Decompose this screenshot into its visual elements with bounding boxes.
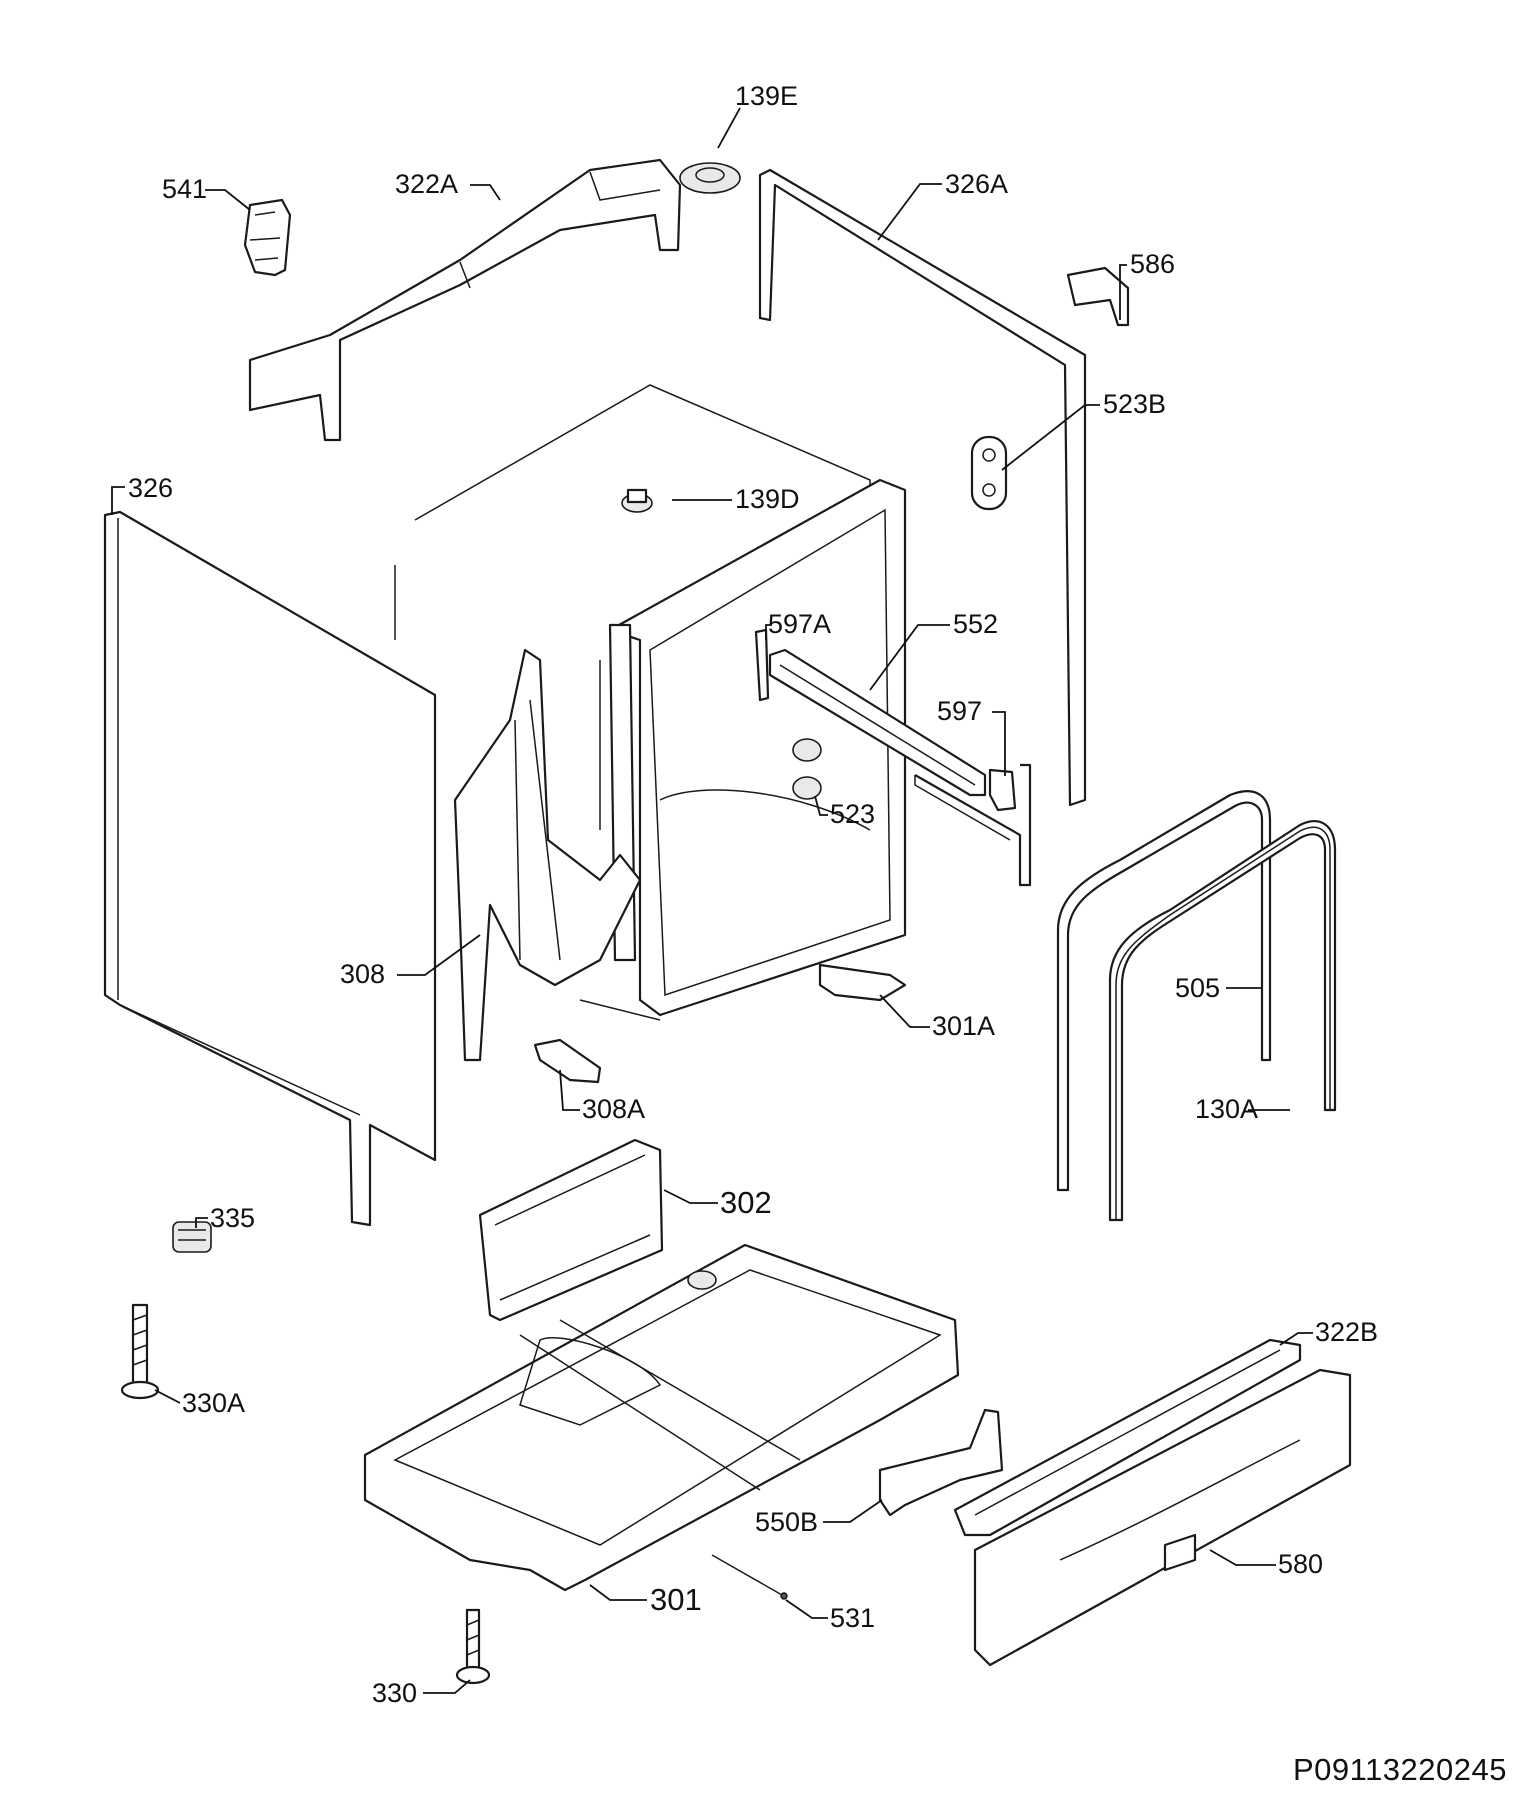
leader-531 bbox=[785, 1599, 828, 1619]
leader-326A bbox=[877, 183, 942, 241]
part-330A-drawing bbox=[120, 1303, 160, 1400]
part-label-541: 541 bbox=[162, 174, 207, 204]
part-308A-drawing bbox=[533, 1038, 602, 1084]
part-label-322A: 322A bbox=[395, 169, 458, 199]
leader-330A bbox=[154, 1389, 181, 1404]
part-335-drawing bbox=[172, 1221, 212, 1253]
leader-301A bbox=[879, 994, 930, 1028]
leader-586 bbox=[1119, 264, 1127, 320]
part-label-505: 505 bbox=[1175, 973, 1220, 1003]
part-label-322B: 322B bbox=[1315, 1317, 1378, 1347]
leader-139E bbox=[717, 107, 741, 149]
part-label-586: 586 bbox=[1130, 249, 1175, 279]
leader-550B bbox=[823, 1499, 883, 1523]
part-330-drawing bbox=[455, 1608, 491, 1685]
part-label-523B: 523B bbox=[1103, 389, 1166, 419]
leader-322B bbox=[1279, 1332, 1313, 1346]
leader-330 bbox=[423, 1679, 471, 1694]
leader-322A bbox=[470, 184, 501, 201]
part-301-drawing bbox=[363, 1243, 960, 1592]
part-139D-drawing bbox=[621, 488, 653, 513]
diagram-reference-code: P09113220245 bbox=[1292, 1752, 1507, 1787]
part-523-drawing bbox=[792, 738, 822, 800]
leader-580 bbox=[1209, 1549, 1276, 1566]
part-308-drawing bbox=[453, 648, 642, 1062]
part-label-580: 580 bbox=[1278, 1549, 1323, 1579]
part-580-drawing bbox=[973, 1368, 1352, 1667]
part-597A-drawing bbox=[754, 628, 770, 702]
leader-335 bbox=[195, 1217, 208, 1228]
leader-597A bbox=[765, 624, 772, 640]
part-tub-drawing bbox=[394, 384, 907, 1021]
part-326-drawing bbox=[103, 510, 437, 1227]
part-label-130A: 130A bbox=[1195, 1094, 1258, 1124]
leader-lines bbox=[111, 107, 1313, 1694]
part-label-330: 330 bbox=[372, 1678, 417, 1708]
part-label-301: 301 bbox=[650, 1582, 702, 1617]
leader-308A bbox=[559, 1069, 580, 1111]
part-597-drawing bbox=[988, 768, 1017, 812]
part-322B-drawing bbox=[953, 1338, 1302, 1537]
leader-541 bbox=[205, 189, 251, 211]
part-label-531: 531 bbox=[830, 1603, 875, 1633]
part-label-139D: 139D bbox=[735, 484, 800, 514]
leader-523B bbox=[1001, 404, 1100, 471]
leader-523 bbox=[814, 795, 828, 816]
leader-552 bbox=[869, 624, 950, 691]
part-label-326: 326 bbox=[128, 473, 173, 503]
part-label-302: 302 bbox=[720, 1185, 772, 1220]
part-302-drawing bbox=[478, 1138, 664, 1322]
leader-308 bbox=[397, 934, 481, 976]
part-586-drawing bbox=[1066, 266, 1130, 327]
part-531-drawing bbox=[711, 1554, 788, 1600]
part-label-552: 552 bbox=[953, 609, 998, 639]
part-label-326A: 326A bbox=[945, 169, 1008, 199]
part-labels: 139E 541 322A 326A 586 523B 326 139D 597… bbox=[128, 81, 1378, 1708]
part-label-330A: 330A bbox=[182, 1388, 245, 1418]
leader-302 bbox=[663, 1189, 718, 1204]
part-label-139E: 139E bbox=[735, 81, 798, 111]
part-label-597: 597 bbox=[937, 696, 982, 726]
part-label-335: 335 bbox=[210, 1203, 255, 1233]
part-301A-drawing bbox=[818, 963, 907, 1002]
part-label-550B: 550B bbox=[755, 1507, 818, 1537]
part-322A-drawing bbox=[248, 158, 682, 442]
part-541-drawing bbox=[243, 198, 292, 277]
part-523B-drawing bbox=[970, 435, 1008, 511]
part-label-523: 523 bbox=[830, 799, 875, 829]
part-552-drawing bbox=[768, 648, 987, 797]
part-550B-drawing bbox=[878, 1408, 1004, 1517]
leader-326 bbox=[111, 486, 125, 515]
part-505-drawing bbox=[1056, 790, 1272, 1192]
part-label-308A: 308A bbox=[582, 1094, 645, 1124]
part-label-308: 308 bbox=[340, 959, 385, 989]
part-130A-drawing bbox=[1108, 820, 1337, 1222]
part-139E-drawing bbox=[679, 162, 741, 194]
leader-597 bbox=[992, 711, 1006, 776]
part-label-597A: 597A bbox=[768, 609, 831, 639]
leader-301 bbox=[589, 1584, 647, 1601]
part-label-301A: 301A bbox=[932, 1011, 995, 1041]
